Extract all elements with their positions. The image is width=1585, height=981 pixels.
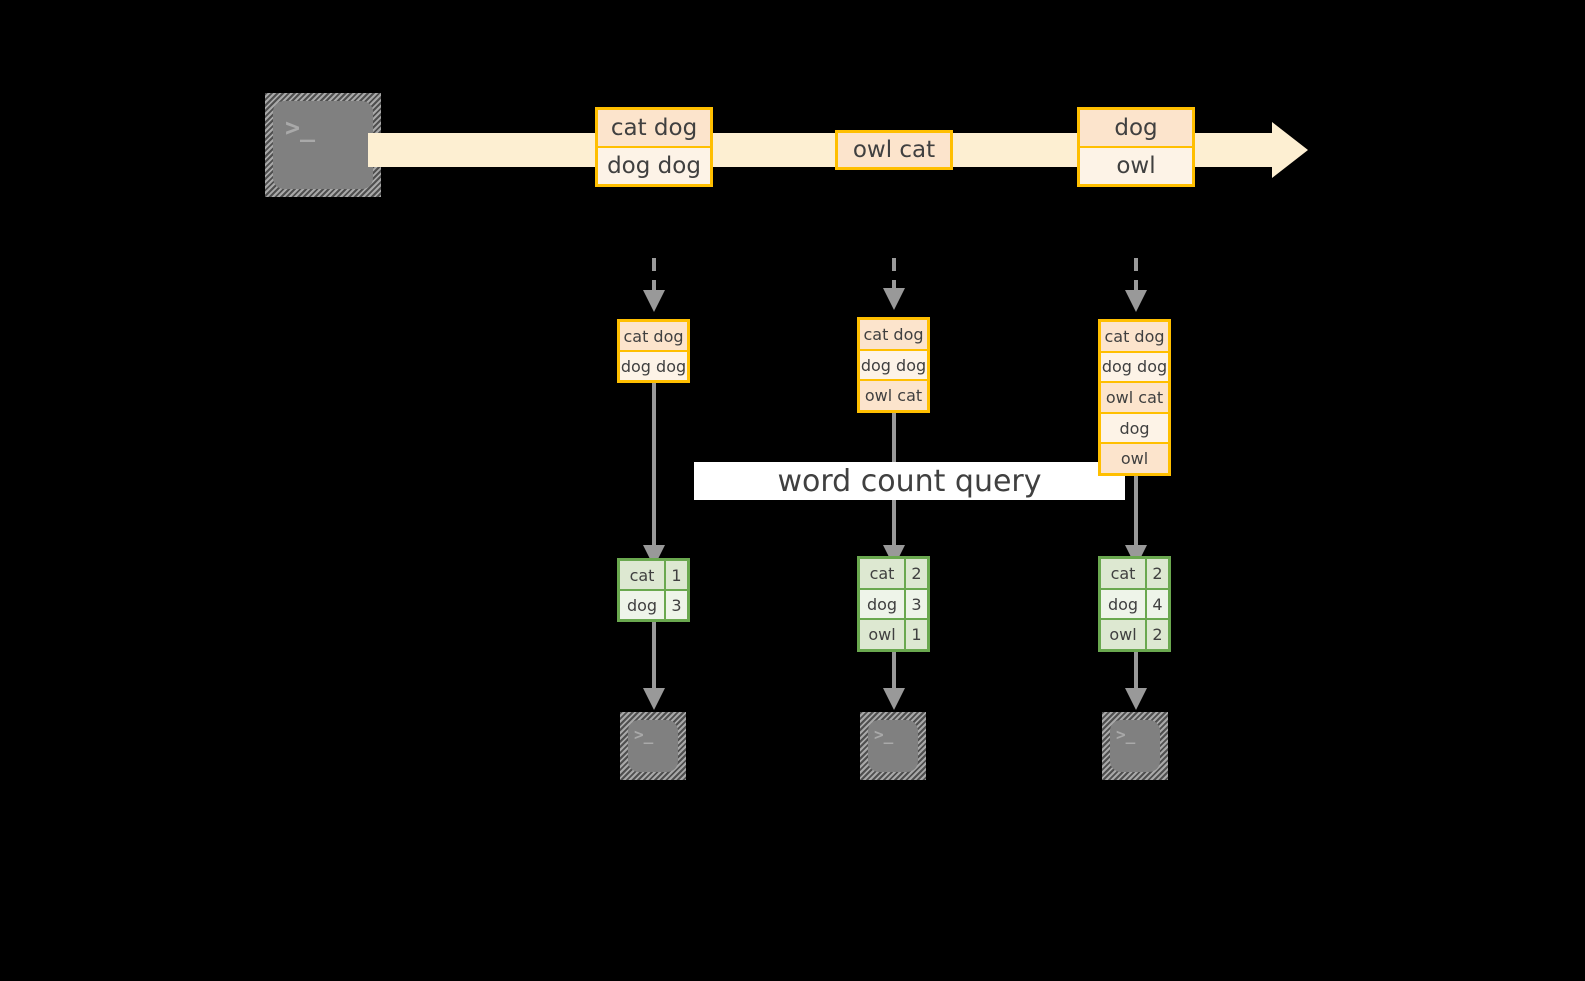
stream-event-row: cat dog [598,110,710,148]
stream-event-box: cat dog dog dog [595,107,713,187]
result-word: dog [860,589,906,619]
snapshot-row: cat dog [860,320,927,351]
query-label-text: word count query [777,463,1042,499]
snapshot-box: cat dog dog dog [617,319,690,383]
result-table: cat 2 dog 4 owl 2 [1098,556,1171,652]
sink-terminal-icon: >_ [620,712,686,780]
sink-terminal-icon: >_ [1102,712,1168,780]
result-count: 1 [906,620,927,650]
stream-event-row: owl [1080,148,1192,184]
result-count: 1 [666,561,687,589]
snapshot-row: owl [1101,444,1168,473]
sink-connector [1134,652,1138,690]
snapshot-trigger-arrowhead [643,290,665,312]
event-stream-arrowhead [1272,122,1308,178]
result-table: cat 1 dog 3 [617,558,690,622]
result-row: owl 2 [1101,620,1168,650]
result-word: owl [860,620,906,650]
snapshot-trigger-connector [892,258,896,290]
snapshot-row: dog dog [1101,352,1168,384]
sink-connector [892,652,896,690]
result-word: cat [620,561,666,589]
result-word: dog [620,591,666,619]
terminal-prompt-glyph: >_ [874,725,894,744]
result-count: 3 [906,589,927,619]
query-connector [1134,476,1138,547]
snapshot-row: dog dog [860,350,927,382]
snapshot-row: cat dog [1101,322,1168,353]
terminal-prompt-glyph: >_ [285,113,316,142]
snapshot-trigger-arrowhead [1125,290,1147,312]
terminal-screen: >_ [628,720,678,772]
query-connector [652,383,656,547]
snapshot-row: owl cat [860,381,927,411]
result-count: 4 [1147,589,1168,619]
snapshot-row: dog dog [620,352,687,380]
terminal-screen: >_ [273,101,373,189]
snapshot-box: cat dog dog dog owl cat dog owl [1098,319,1171,476]
sink-terminal-icon: >_ [860,712,926,780]
snapshot-row: owl cat [1101,383,1168,414]
result-row: dog 3 [860,589,927,621]
stream-event-box: owl cat [835,130,953,170]
sink-connector-arrowhead [1125,688,1147,710]
source-terminal-icon: >_ [265,93,381,197]
snapshot-trigger-connector [652,258,656,292]
query-label: word count query [694,462,1125,500]
snapshot-row: cat dog [620,322,687,352]
result-count: 2 [906,559,927,588]
result-table: cat 2 dog 3 owl 1 [857,556,930,652]
result-row: cat 2 [860,559,927,590]
result-word: cat [1101,559,1147,588]
result-count: 3 [666,591,687,619]
result-word: cat [860,559,906,588]
result-count: 2 [1147,559,1168,588]
sink-connector [652,622,656,690]
result-count: 2 [1147,620,1168,650]
stream-event-row: dog [1080,110,1192,148]
snapshot-box: cat dog dog dog owl cat [857,317,930,413]
stream-event-box: dog owl [1077,107,1195,187]
terminal-prompt-glyph: >_ [1116,725,1136,744]
stream-event-row: owl cat [838,133,950,167]
terminal-screen: >_ [1110,720,1160,772]
result-row: dog 3 [620,591,687,619]
result-row: cat 2 [1101,559,1168,590]
snapshot-row: dog [1101,413,1168,445]
snapshot-trigger-arrowhead [883,288,905,310]
sink-connector-arrowhead [883,688,905,710]
result-row: owl 1 [860,620,927,650]
result-word: owl [1101,620,1147,650]
result-word: dog [1101,589,1147,619]
result-row: cat 1 [620,561,687,591]
terminal-prompt-glyph: >_ [634,725,654,744]
terminal-screen: >_ [868,720,918,772]
sink-connector-arrowhead [643,688,665,710]
snapshot-trigger-connector [1134,258,1138,292]
result-row: dog 4 [1101,589,1168,621]
stream-event-row: dog dog [598,148,710,184]
